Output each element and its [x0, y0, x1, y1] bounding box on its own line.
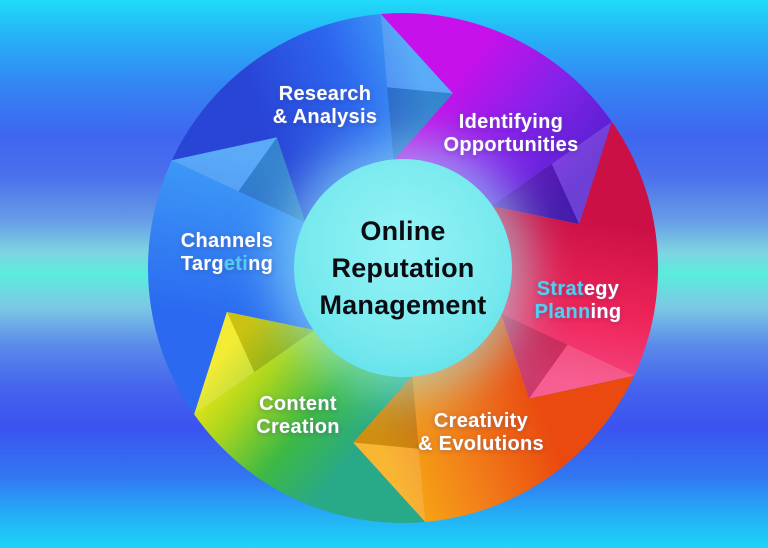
segment-label-line: Creativity	[433, 410, 529, 432]
segment-creativity-evolutions	[353, 313, 635, 522]
segment-label-line: & Evolutions	[418, 433, 544, 455]
arrow-tip-shadow-identifying-opportunities	[491, 163, 580, 225]
segment-label-creativity-evolutions: Creativity& Evolutions	[418, 410, 544, 456]
arrow-tip-shadow-research-analysis	[387, 87, 453, 161]
center-title-line-2: Reputation	[331, 252, 475, 283]
segment-research-analysis	[171, 14, 453, 223]
segment-label-line: Opportunities	[443, 134, 579, 156]
segment-label-line: & Analysis	[272, 106, 378, 128]
segment-label-line: Strategy	[536, 278, 620, 300]
segment-label-line: Channels	[180, 230, 274, 252]
arrow-tip-shadow-strategy-planning	[500, 313, 568, 399]
segment-content-creation	[194, 311, 426, 523]
segment-identifying-opportunities	[380, 13, 612, 225]
arrow-tip-highlight-strategy-planning	[529, 344, 635, 399]
segment-channels-targeting	[147, 137, 315, 415]
arrow-tip-highlight-channels-targeting	[171, 137, 277, 192]
arrow-tip-highlight-identifying-opportunities	[551, 121, 612, 225]
segment-label-line: Research	[278, 83, 372, 105]
arrow-tip-shadow-channels-targeting	[238, 137, 306, 223]
segment-label-line: Creation	[256, 416, 340, 438]
segment-label-research-analysis: Research& Analysis	[273, 83, 378, 129]
arrow-tip-shadow-creativity-evolutions	[353, 375, 419, 449]
segment-label-line: Content	[259, 393, 337, 415]
center-circle: Online Reputation Management	[294, 159, 512, 377]
segment-label-line: Targeting	[180, 253, 274, 275]
arrow-tip-highlight-content-creation	[194, 311, 255, 415]
segment-label-line: Identifying	[458, 111, 564, 133]
center-title-line-3: Management	[319, 289, 487, 320]
center-title-line-1: Online	[360, 215, 446, 246]
arrow-tip-shadow-content-creation	[226, 311, 315, 373]
segment-strategy-planning	[491, 121, 659, 399]
segment-label-line: Planning	[534, 301, 622, 323]
